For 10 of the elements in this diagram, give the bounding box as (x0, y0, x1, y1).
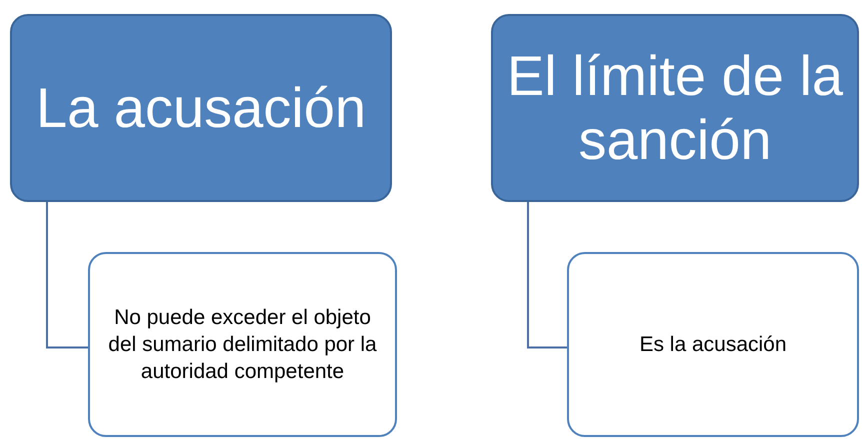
content-box (567, 252, 859, 437)
box-text: El límite de la sanción (506, 44, 844, 172)
connector-line (46, 202, 88, 348)
heading-box (491, 14, 859, 202)
connector-line (527, 202, 567, 348)
box-text: Es la acusación (639, 332, 787, 358)
heading-box (10, 14, 392, 202)
box-text: No puede exceder el objeto del sumario delimitado por la autoridad competente (107, 304, 378, 386)
box-text: La acusación (36, 76, 366, 140)
content-box (88, 252, 397, 437)
